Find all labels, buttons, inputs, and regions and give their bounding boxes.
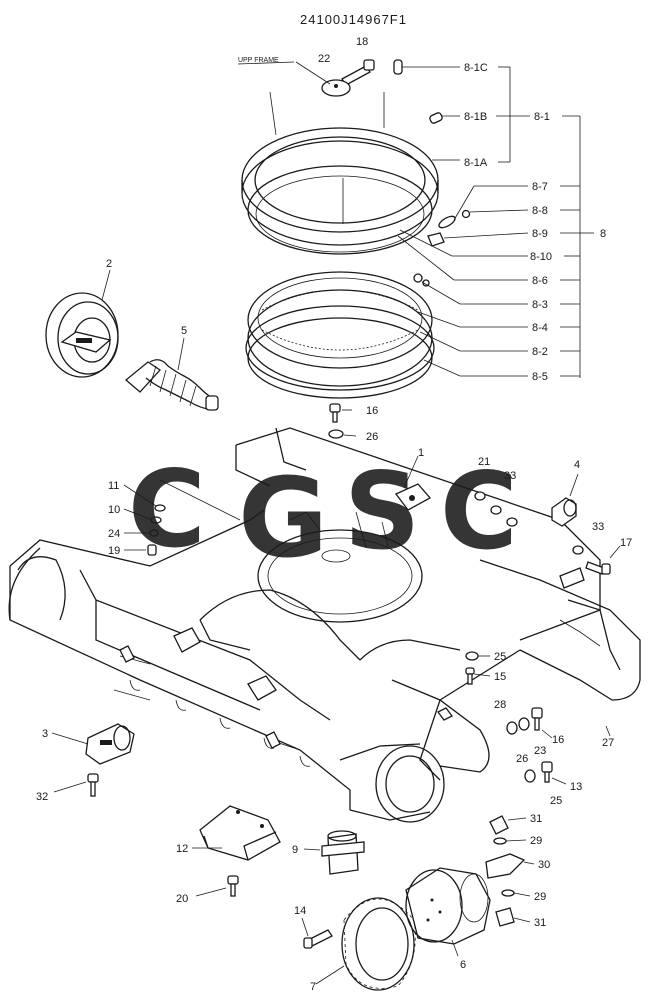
bolt-15 bbox=[465, 667, 475, 685]
callout-6: 6 bbox=[460, 959, 466, 971]
diagram-part-number: 24100J14967F1 bbox=[300, 12, 407, 27]
callout-12: 12 bbox=[176, 843, 188, 855]
bearing-plug-8-1b bbox=[429, 112, 443, 124]
callout-8-8: 8-8 bbox=[532, 205, 548, 217]
callout-15: 15 bbox=[494, 671, 506, 683]
swing-bearing-inner-gear-ring bbox=[245, 271, 435, 399]
bolt-16-top bbox=[329, 403, 341, 423]
bearing-seal-parts-8-7-8-9 bbox=[427, 209, 471, 247]
callout-8-3: 8-3 bbox=[532, 299, 548, 311]
track-frame-1 bbox=[8, 427, 641, 823]
callout-4: 4 bbox=[574, 459, 580, 471]
callout-3: 3 bbox=[42, 728, 48, 740]
callout-23: 23 bbox=[534, 745, 546, 757]
callout-28: 28 bbox=[494, 699, 506, 711]
lower-right-fasteners bbox=[506, 707, 553, 783]
callout-8-4: 8-4 bbox=[532, 322, 548, 334]
callout-labels: 18 22 8-1C 8-1B 8-1 8-1A 8-7 8-8 8-9 8 8… bbox=[36, 36, 632, 993]
swivel-joint-9 bbox=[321, 830, 365, 875]
callout-8-1: 8-1 bbox=[534, 111, 550, 123]
callout-25-upper: 25 bbox=[494, 651, 506, 663]
carrier-roller-4 bbox=[551, 497, 577, 527]
frame-bolt-18 bbox=[341, 59, 375, 86]
callout-30: 30 bbox=[538, 859, 550, 871]
callout-10: 10 bbox=[108, 504, 120, 516]
bolt-14 bbox=[303, 929, 333, 949]
recoil-spring-assembly-5 bbox=[124, 359, 219, 411]
watermark-logo: C G S C bbox=[128, 448, 518, 582]
callout-26-top: 26 bbox=[366, 431, 378, 443]
bearing-ball-plug-8-3 bbox=[413, 273, 430, 287]
hose-30 bbox=[485, 853, 526, 879]
callout-27: 27 bbox=[602, 737, 614, 749]
callout-8-1a: 8-1A bbox=[464, 157, 488, 169]
callout-8-2: 8-2 bbox=[532, 346, 548, 358]
callout-20: 20 bbox=[176, 893, 188, 905]
watermark-letter-s: S bbox=[344, 450, 420, 573]
callout-22: 22 bbox=[318, 53, 330, 65]
callout-33-upper: 33 bbox=[504, 470, 516, 482]
callout-14: 14 bbox=[294, 905, 306, 917]
bearing-leader-lines bbox=[397, 66, 594, 378]
callout-19: 19 bbox=[108, 545, 120, 557]
watermark-letter-g: G bbox=[238, 454, 328, 582]
callout-7: 7 bbox=[310, 981, 316, 993]
watermark-letter-c2: C bbox=[440, 450, 518, 573]
travel-motor-6 bbox=[405, 867, 491, 945]
callout-29-upper: 29 bbox=[530, 835, 542, 847]
hose-fitting-31-upper bbox=[489, 815, 509, 835]
sprocket-7 bbox=[341, 897, 416, 991]
callout-25-lower: 25 bbox=[550, 795, 562, 807]
bolt-20 bbox=[227, 875, 239, 897]
callout-26-lower: 26 bbox=[516, 753, 528, 765]
callout-8-9: 8-9 bbox=[532, 228, 548, 240]
callout-8-1c: 8-1C bbox=[464, 62, 488, 74]
callout-1: 1 bbox=[418, 447, 424, 459]
frame-plate-22 bbox=[321, 79, 351, 97]
small-parts-10-11-24 bbox=[149, 504, 166, 537]
hose-fitting-31-lower bbox=[495, 907, 515, 927]
bolt-32 bbox=[87, 773, 99, 797]
callout-8-1b: 8-1B bbox=[464, 111, 487, 123]
callout-16-lower: 16 bbox=[552, 734, 564, 746]
bolt-17 bbox=[585, 561, 611, 575]
washer-25-upper bbox=[465, 651, 479, 661]
upper-frame-label: UPP FRAME bbox=[238, 57, 279, 64]
callout-2: 2 bbox=[106, 258, 112, 270]
callout-5: 5 bbox=[181, 325, 187, 337]
callout-13: 13 bbox=[570, 781, 582, 793]
callout-21: 21 bbox=[478, 456, 490, 468]
callout-16-top: 16 bbox=[366, 405, 378, 417]
callout-29-lower: 29 bbox=[534, 891, 546, 903]
callout-32: 32 bbox=[36, 791, 48, 803]
callout-9: 9 bbox=[292, 844, 298, 856]
swing-bearing-outer-ring bbox=[241, 91, 439, 255]
track-roller-3 bbox=[85, 723, 135, 765]
callout-18: 18 bbox=[356, 36, 368, 48]
callout-24: 24 bbox=[108, 528, 120, 540]
callout-31-lower: 31 bbox=[534, 917, 546, 929]
callout-8: 8 bbox=[600, 228, 606, 240]
washer-26-top bbox=[328, 429, 344, 439]
callout-8-10: 8-10 bbox=[530, 251, 552, 263]
callout-8-5: 8-5 bbox=[532, 371, 548, 383]
callout-31-upper: 31 bbox=[530, 813, 542, 825]
bolt-19 bbox=[147, 544, 157, 556]
callout-8-6: 8-6 bbox=[532, 275, 548, 287]
bearing-pin-8-1c bbox=[393, 59, 403, 75]
callout-33-lower: 33 bbox=[592, 521, 604, 533]
o-ring-29-upper bbox=[493, 837, 507, 845]
o-ring-29-lower bbox=[501, 889, 515, 897]
callout-17: 17 bbox=[620, 537, 632, 549]
watermark-letter-c1: C bbox=[128, 448, 206, 571]
callout-11: 11 bbox=[108, 480, 119, 492]
callout-8-7: 8-7 bbox=[532, 181, 548, 193]
guard-bracket-12 bbox=[199, 805, 281, 861]
spacer-parts-21-33 bbox=[474, 491, 584, 555]
front-idler-2 bbox=[45, 292, 119, 378]
